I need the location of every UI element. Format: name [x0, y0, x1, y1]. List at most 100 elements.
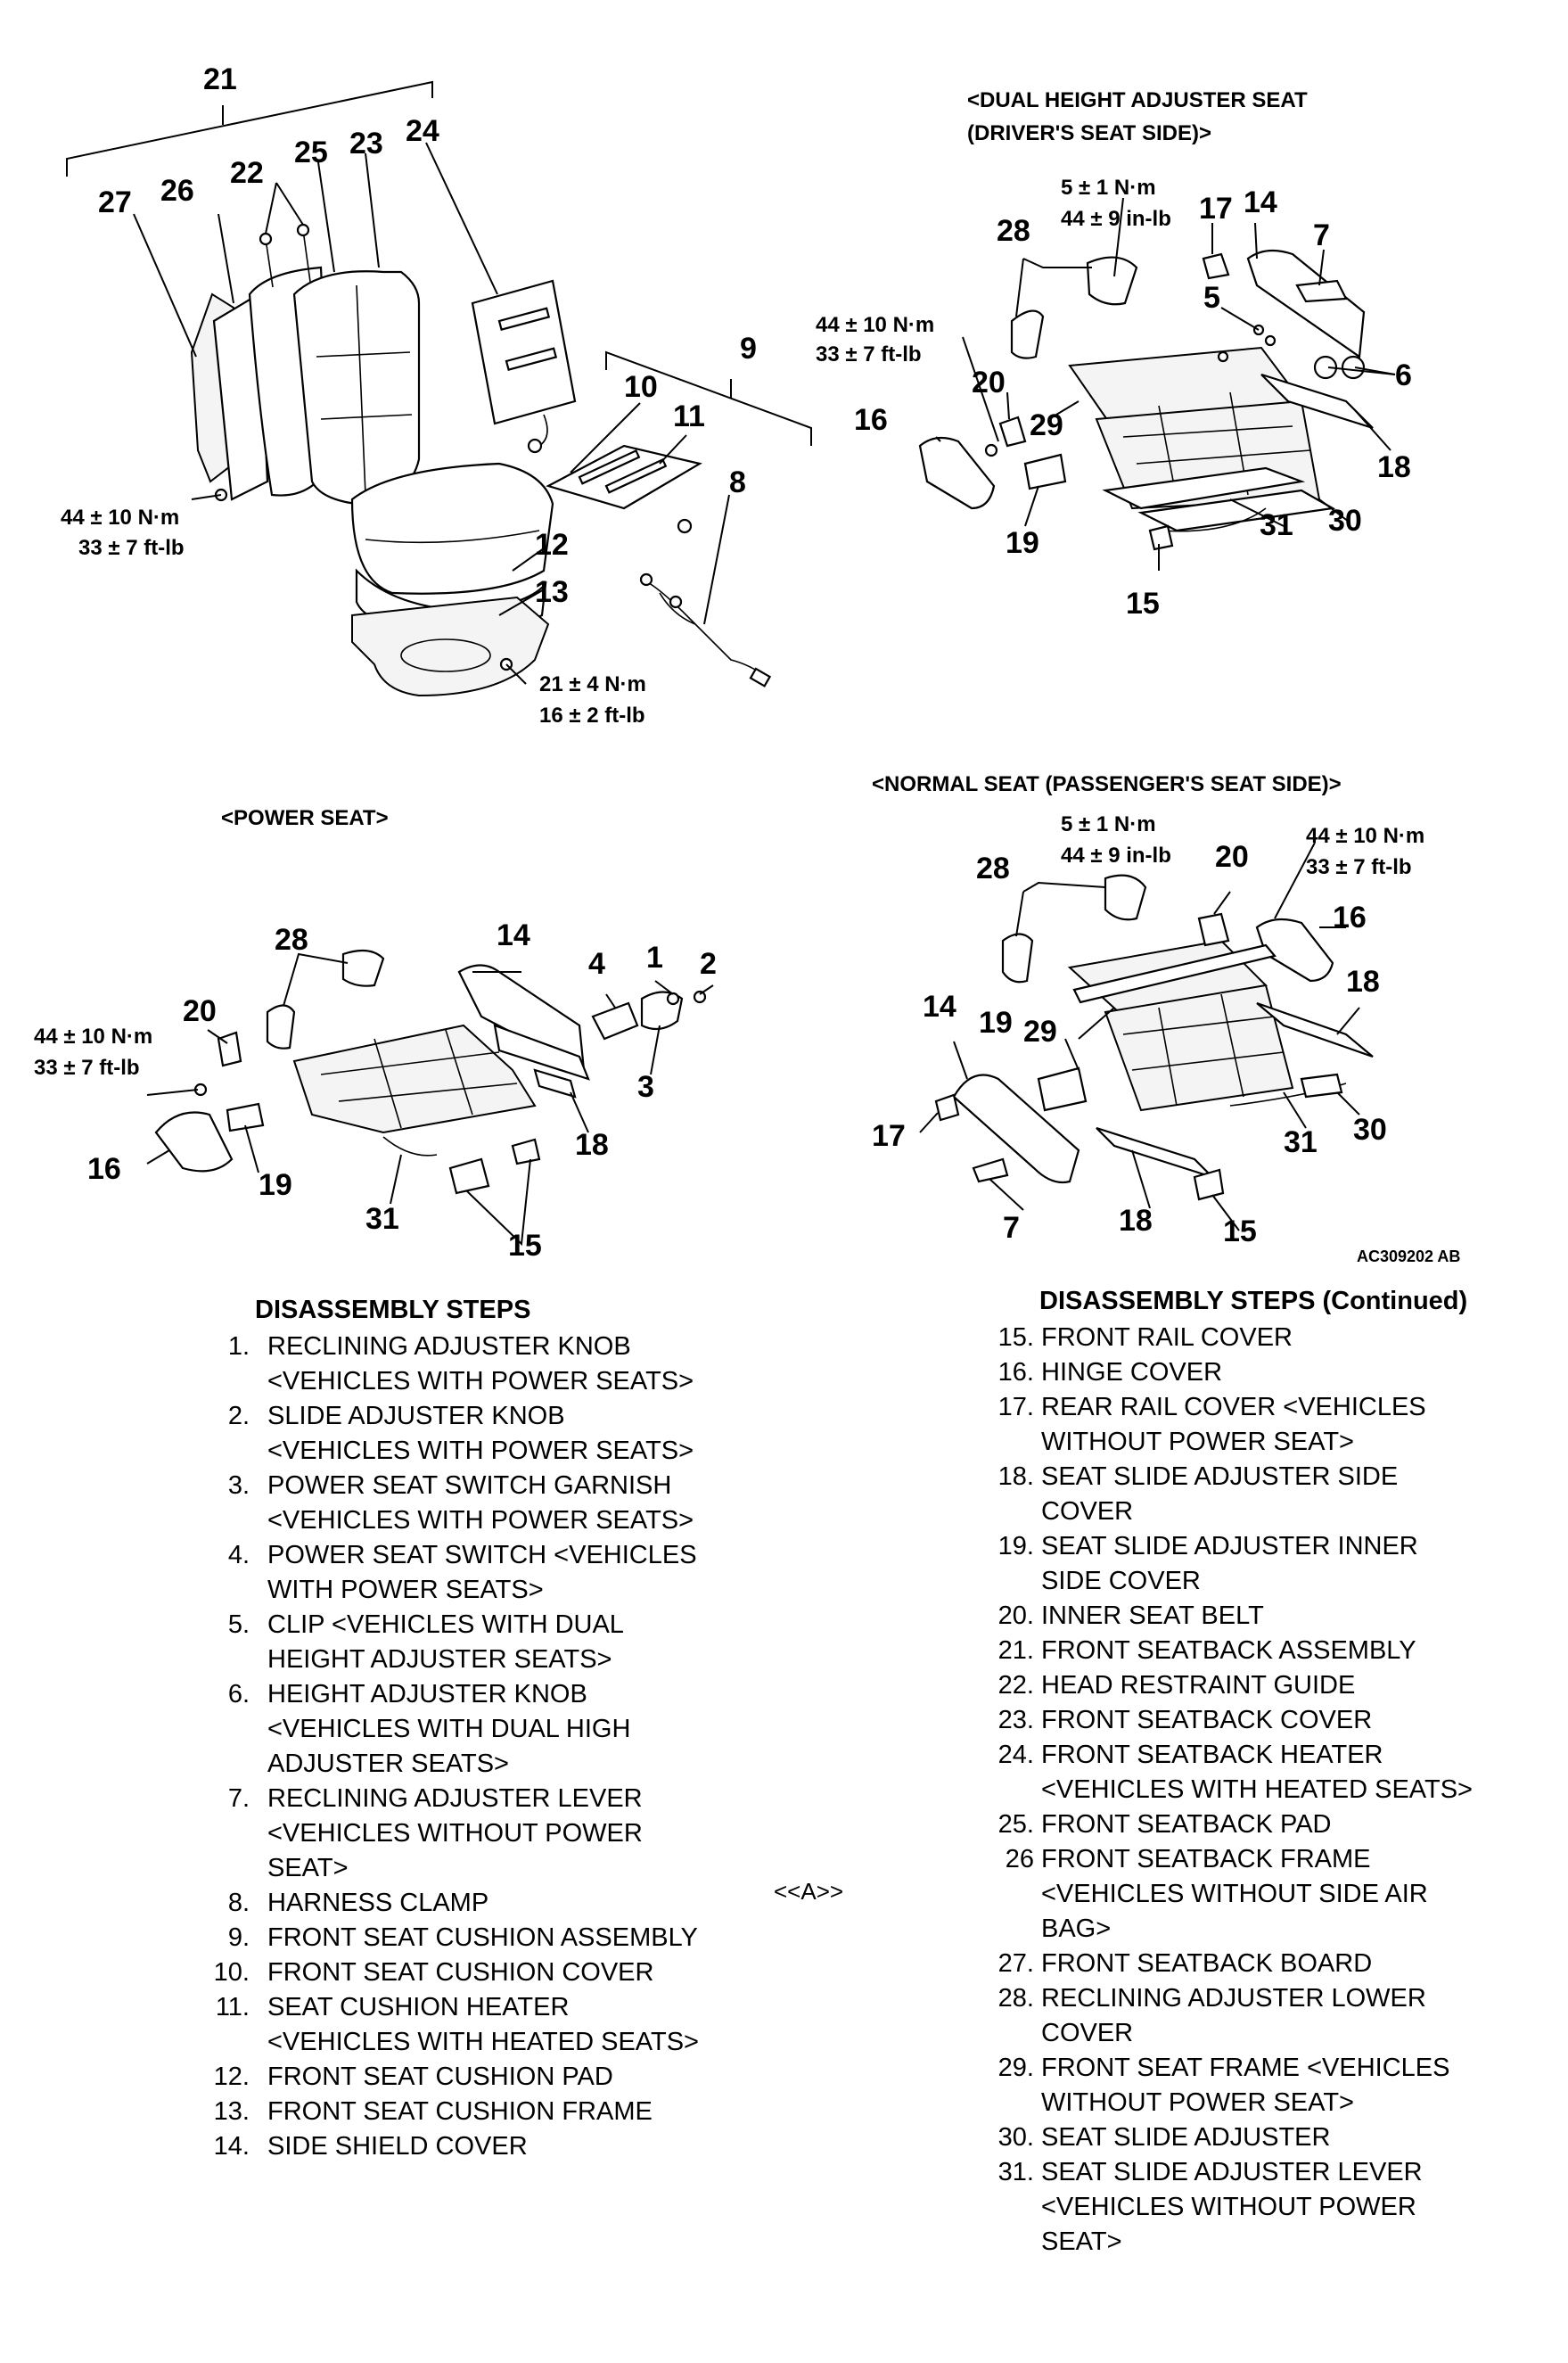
callout-30: 30 [1328, 504, 1362, 538]
step-text-line: FRONT SEAT CUSHION COVER [267, 1958, 654, 1987]
section-normal-seat: <NORMAL SEAT (PASSENGER'S SEAT SIDE)> [872, 772, 1342, 796]
step-item: 12. FRONT SEAT CUSHION PAD [203, 2060, 792, 2095]
torque-label: 44 ± 9 in-lb [1061, 844, 1171, 868]
torque-label: 44 ± 10 N·m [1306, 824, 1424, 848]
callout-29: 29 [1030, 408, 1063, 442]
step-item: 14. SIDE SHIELD COVER [203, 2129, 792, 2164]
step-text: FRONT SEAT CUSHION PAD [267, 2060, 792, 2095]
step-number: 16. [997, 1358, 1034, 1387]
step-item: 16.HINGE COVER [988, 1355, 1558, 1390]
callout-24: 24 [406, 114, 439, 148]
torque-label: 33 ± 7 ft-lb [78, 536, 185, 560]
step-text: FRONT SEAT CUSHION ASSEMBLY [267, 1921, 792, 1955]
step-item: 3.POWER SEAT SWITCH GARNISH<VEHICLES WIT… [203, 1469, 792, 1538]
step-text: FRONT SEATBACK FRAME<VEHICLES WITHOUT SI… [1041, 1842, 1558, 1947]
step-text-line: SEAT CUSHION HEATER [267, 1993, 570, 2021]
step-text-line: REAR RAIL COVER <VEHICLES [1041, 1393, 1426, 1421]
step-item: 23.FRONT SEATBACK COVER [988, 1703, 1558, 1738]
step-text-line: FRONT SEAT CUSHION ASSEMBLY [267, 1923, 698, 1952]
step-number: 9. [227, 1923, 250, 1952]
step-text: SIDE SHIELD COVER [267, 2129, 792, 2164]
step-text-line: SEAT> [267, 1854, 349, 1882]
step-text-line: ADJUSTER SEATS> [267, 1750, 509, 1778]
step-item: 25.FRONT SEATBACK PAD [988, 1807, 1558, 1842]
step-item: 9. FRONT SEAT CUSHION ASSEMBLY [203, 1921, 792, 1955]
step-text-line: COVER [1041, 1497, 1134, 1526]
torque-label: 5 ± 1 N·m [1061, 176, 1156, 200]
step-number: 13. [213, 2097, 250, 2126]
step-text-line: FRONT SEAT FRAME <VEHICLES [1041, 2054, 1450, 2082]
callout-20: 20 [972, 366, 1006, 399]
callout-17: 17 [1199, 192, 1233, 226]
step-text: FRONT SEATBACK COVER [1041, 1703, 1558, 1738]
step-text: SEAT SLIDE ADJUSTER [1041, 2120, 1558, 2155]
torque-label: 33 ± 7 ft-lb [816, 342, 922, 366]
step-text-line: FRONT RAIL COVER [1041, 1323, 1293, 1352]
step-number: 12. [213, 2062, 250, 2091]
step-item: 6.HEIGHT ADJUSTER KNOB<VEHICLES WITH DUA… [203, 1677, 792, 1782]
step-number: 24. [997, 1741, 1034, 1769]
callout-13: 13 [535, 575, 569, 609]
step-number: 15. [997, 1323, 1034, 1352]
callout-15: 15 [508, 1229, 542, 1263]
step-number: 18. [997, 1462, 1034, 1491]
step-text: RECLINING ADJUSTER LEVER<VEHICLES WITHOU… [267, 1782, 792, 1886]
callout-16: 16 [87, 1152, 121, 1186]
callout-12: 12 [535, 528, 569, 562]
step-text: HEIGHT ADJUSTER KNOB<VEHICLES WITH DUAL … [267, 1677, 792, 1782]
step-number: 25. [997, 1810, 1034, 1839]
step-number: 14. [213, 2132, 250, 2161]
callout-4: 4 [588, 947, 605, 981]
torque-label: 16 ± 2 ft-lb [539, 704, 645, 728]
step-number: 26 [1005, 1845, 1034, 1873]
step-item: 24.FRONT SEATBACK HEATER<VEHICLES WITH H… [988, 1738, 1558, 1807]
step-item: 1.RECLINING ADJUSTER KNOB<VEHICLES WITH … [203, 1330, 792, 1399]
callout-8: 8 [729, 465, 746, 499]
step-text-line: <VEHICLES WITHOUT POWER [267, 1819, 643, 1848]
step-number: 20. [997, 1601, 1034, 1630]
step-item: 15.FRONT RAIL COVER [988, 1321, 1558, 1355]
step-text-line: FRONT SEAT CUSHION FRAME [267, 2097, 653, 2126]
callout-26: 26 [160, 174, 194, 208]
step-number: 7. [227, 1784, 250, 1813]
step-item: 10.FRONT SEAT CUSHION COVER [203, 1955, 792, 1990]
step-text-line: HARNESS CLAMP [267, 1889, 489, 1917]
step-text-line: FRONT SEATBACK ASSEMBLY [1041, 1636, 1416, 1665]
torque-label: 21 ± 4 N·m [539, 672, 646, 696]
step-number: 11. [215, 1993, 250, 2021]
torque-label: 5 ± 1 N·m [1061, 812, 1156, 836]
section-headings: <DUAL HEIGHT ADJUSTER SEAT (DRIVER'S SEA… [221, 88, 1460, 1265]
callout-11: 11 [673, 399, 705, 433]
steps-title-continued: DISASSEMBLY STEPS (Continued) [1039, 1287, 1468, 1315]
callout-28: 28 [976, 852, 1010, 885]
step-text-line: CLIP <VEHICLES WITH DUAL [267, 1610, 624, 1639]
dual-height-adjuster-seat [918, 249, 1374, 551]
figure-id: AC309202 AB [1357, 1247, 1460, 1265]
step-text-line: SIDE COVER [1041, 1567, 1201, 1595]
step-text: SEAT CUSHION HEATER<VEHICLES WITH HEATED… [267, 1990, 792, 2060]
callout-18: 18 [1119, 1204, 1153, 1238]
callout-14: 14 [1244, 185, 1277, 219]
step-text: SLIDE ADJUSTER KNOB<VEHICLES WITH POWER … [267, 1399, 792, 1469]
callout-28: 28 [997, 214, 1030, 248]
callout-18: 18 [575, 1128, 609, 1162]
callout-5: 5 [1203, 281, 1220, 315]
step-text-line: FRONT SEATBACK PAD [1041, 1810, 1332, 1839]
callout-9: 9 [740, 332, 757, 366]
callout-10: 10 [624, 370, 658, 404]
step-text-line: RECLINING ADJUSTER KNOB [267, 1332, 631, 1361]
step-item: 11. SEAT CUSHION HEATER<VEHICLES WITH HEA… [203, 1990, 792, 2060]
disassembly-steps-left: DISASSEMBLY STEPS 1.RECLINING ADJUSTER K… [203, 1293, 792, 2164]
step-text: HINGE COVER [1041, 1355, 1558, 1390]
section-dual-height-line1: <DUAL HEIGHT ADJUSTER SEAT [967, 88, 1308, 112]
step-text-line: HINGE COVER [1041, 1358, 1223, 1387]
callout-3: 3 [637, 1070, 654, 1104]
step-text-line: <VEHICLES WITH POWER SEATS> [267, 1367, 694, 1396]
step-text: INNER SEAT BELT [1041, 1599, 1558, 1634]
step-text-line: FRONT SEATBACK FRAME [1041, 1845, 1371, 1873]
step-item: 31.SEAT SLIDE ADJUSTER LEVER<VEHICLES WI… [988, 2155, 1558, 2260]
